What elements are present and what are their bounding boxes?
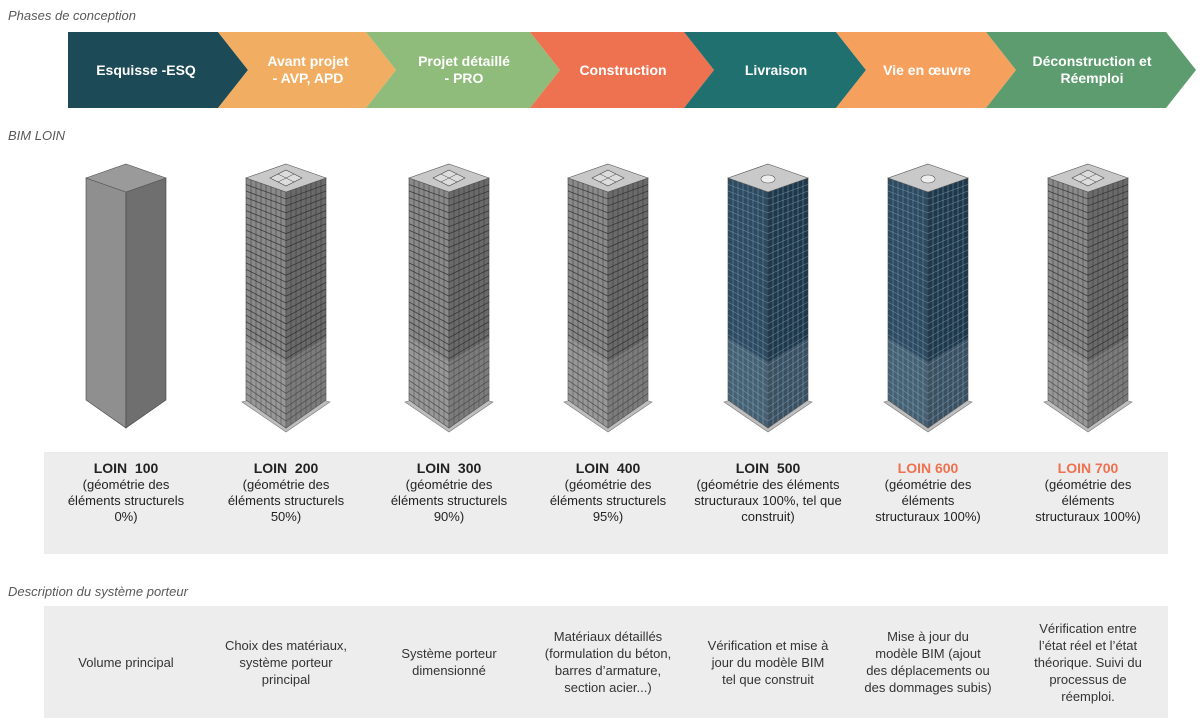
structural-description-5: Vérification et mise à jour du modèle BI… [707,637,829,687]
building-model-4 [563,163,653,433]
structural-description-4: Matériaux détaillés (formulation du béto… [544,629,672,695]
phase-chevrons [68,32,1196,108]
description-section-label: Description du système porteur [8,584,188,599]
loin-level-2: LOIN 200(géométrie des éléments structur… [206,452,366,554]
phase-chevron-3 [366,32,560,108]
phase-chevron-1 [68,32,248,108]
phases-section-label: Phases de conception [8,8,136,23]
loin-title: LOIN 400 [575,460,641,476]
phase-chevron-7 [986,32,1196,108]
phase-chevron-2 [218,32,396,108]
phase-chevron-6 [836,32,1016,108]
loin-description: (géométrie des éléments structurels 0%) [67,477,185,524]
loin-title: LOIN 500 [735,460,801,476]
building-model-6 [883,163,973,433]
loin-level-3: LOIN 300(géométrie des éléments structur… [369,452,529,554]
phase-label-1: Esquisse -ESQ [96,61,196,78]
bim-loin-section-label: BIM LOIN [8,128,66,143]
loin-level-1: LOIN 100(géométrie des éléments structur… [46,452,206,554]
loin-description: (géométrie des éléments structuraux 100%… [694,477,842,524]
building-model-7 [1043,163,1133,433]
structural-description-1: Volume principal [78,654,174,670]
structural-description-2: Choix des matériaux, système porteur pri… [224,637,348,687]
phase-chevron-5 [684,32,866,108]
loin-levels-band: LOIN 100(géométrie des éléments structur… [44,452,1168,554]
building-model-3 [404,163,494,433]
loin-level-4: LOIN 400(géométrie des éléments structur… [528,452,688,554]
loin-level-6: LOIN 600(géométrie des éléments structur… [848,452,1008,554]
loin-title: LOIN 200 [253,460,319,476]
phase-label-7: Déconstruction et Réemploi [1032,53,1152,86]
building-model-1 [85,163,167,429]
loin-title: LOIN 100 [93,460,159,476]
phase-chevron-4 [530,32,714,108]
phase-label-4: Construction [579,61,667,78]
building-model-5 [723,163,813,433]
loin-description: (géométrie des éléments structurels 50%) [227,477,345,524]
structural-description-band: Volume principal Choix des matériaux, sys… [44,606,1168,718]
loin-description: (géométrie des éléments structurels 95%) [549,477,667,524]
loin-title: LOIN 300 [416,460,482,476]
loin-description: (géométrie des éléments structurels 90%) [390,477,508,524]
structural-description-6: Mise à jour du modèle BIM (ajout des dép… [864,629,992,695]
building-models-row [0,150,1202,450]
loin-description: (géométrie des éléments structuraux 100%… [1035,477,1141,524]
phase-label-2: Avant projet - AVP, APD [267,53,349,86]
loin-title: LOIN 600 [897,460,959,476]
phase-label-6: Vie en œuvre [883,61,971,78]
loin-title: LOIN 700 [1057,460,1119,476]
building-model-2 [241,163,331,433]
structural-description-7: Vérification entre l’état réel et l’état… [1034,620,1142,704]
structural-description-3: Système porteur dimensionné [401,646,497,678]
phase-chevron-row: Esquisse -ESQ Avant projet - AVP, APD Proj… [0,32,1202,108]
phase-label-3: Projet détaillé - PRO [418,53,510,86]
loin-description: (géométrie des éléments structuraux 100%… [875,477,981,524]
loin-level-7: LOIN 700(géométrie des éléments structur… [1008,452,1168,554]
phase-label-5: Livraison [744,61,808,78]
loin-level-5: LOIN 500(géométrie des éléments structur… [688,452,848,554]
